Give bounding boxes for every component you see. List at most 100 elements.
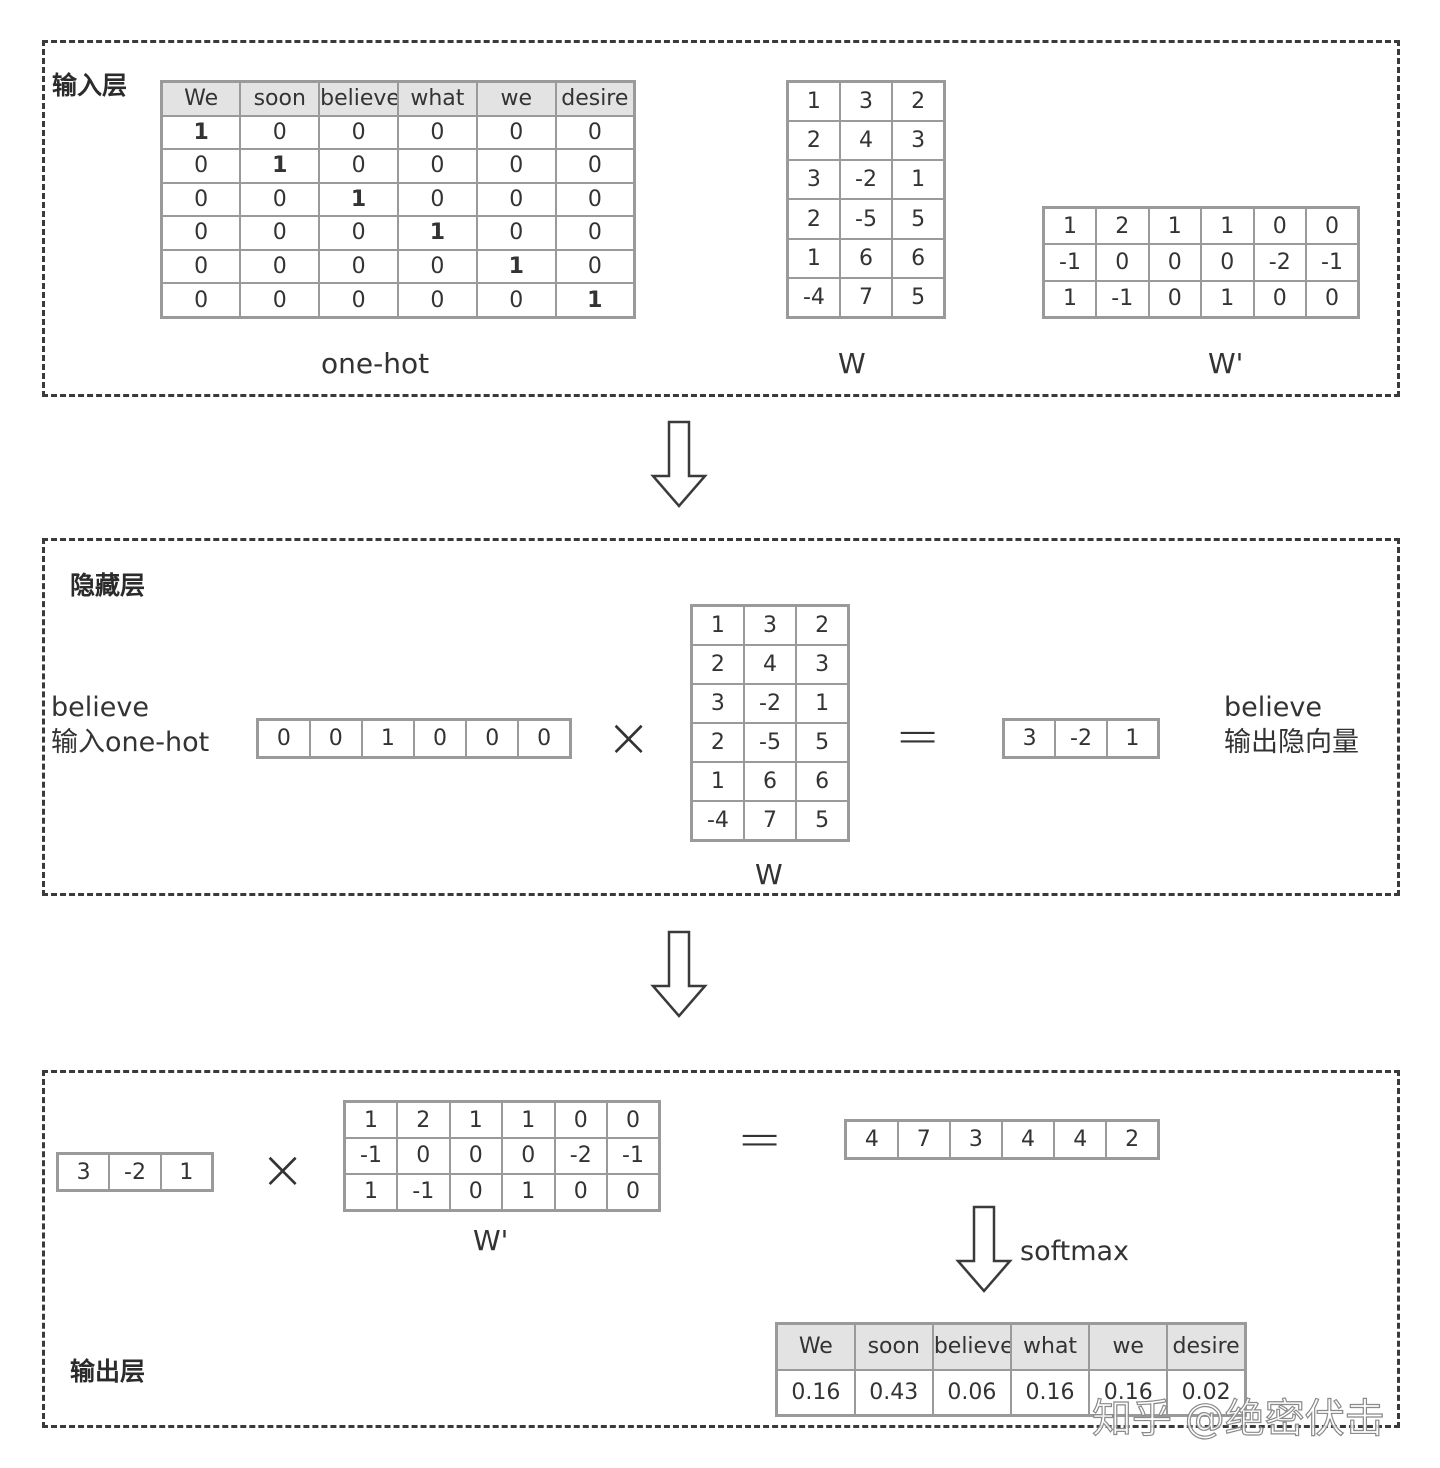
w-cell: -4 — [786, 276, 841, 319]
onehot-row: 0 0 1 0 0 0 — [160, 181, 636, 218]
down-arrow-icon — [650, 930, 708, 1018]
w-cell: -2 — [742, 683, 798, 724]
onehot-cell: 0 — [554, 114, 636, 151]
w-cell: 6 — [742, 760, 798, 802]
w-cell: 6 — [795, 760, 850, 802]
w-cell: 6 — [838, 237, 894, 279]
w-cell: 3 — [742, 604, 798, 647]
vector-cell: 0 — [308, 718, 363, 759]
w-prime-cell: 0 — [448, 1172, 503, 1212]
vector-cell: 3 — [56, 1152, 111, 1192]
onehot-header-cell: We — [160, 80, 242, 117]
vector-cell: -2 — [1054, 718, 1108, 759]
onehot-cell: 1 — [554, 282, 636, 319]
w-cell: 7 — [838, 276, 894, 319]
prob-value-cell: 0.16 — [775, 1368, 856, 1417]
prob-value-cell: 0.06 — [931, 1368, 1012, 1417]
vector-cell: 7 — [896, 1119, 951, 1160]
w-prime-cell: 0 — [501, 1137, 556, 1175]
vector-cell: 3 — [948, 1119, 1003, 1160]
hidden-output-label: believe 输出隐向量 — [1224, 690, 1359, 760]
vector-cell: 4 — [844, 1119, 899, 1160]
onehot-cell: 0 — [475, 181, 557, 218]
onehot-header-cell: what — [396, 80, 478, 117]
input-layer-title: 输入层 — [52, 71, 128, 100]
vector-cell: 1 — [360, 718, 415, 759]
w-prime-cell: -1 — [1305, 243, 1360, 282]
onehot-cell: 0 — [160, 215, 242, 251]
w-cell: 5 — [891, 198, 946, 240]
w-prime-cell: 0 — [1305, 206, 1360, 246]
onehot-header-cell: desire — [554, 80, 636, 117]
w-cell: 1 — [690, 760, 745, 802]
w-prime-cell: -2 — [553, 1137, 608, 1175]
w-cell: 1 — [786, 80, 841, 123]
w-prime-cell: -1 — [1095, 279, 1150, 319]
w-cell: 5 — [891, 276, 946, 319]
onehot-cell: 1 — [160, 114, 242, 151]
w-prime-cell: 1 — [501, 1100, 556, 1140]
onehot-cell: 0 — [396, 148, 478, 184]
w-prime-cell: 0 — [1147, 279, 1202, 319]
w-cell: 3 — [690, 683, 745, 724]
down-arrow-icon — [955, 1205, 1013, 1293]
onehot-cell: 0 — [554, 148, 636, 184]
onehot-cell: 1 — [239, 148, 321, 184]
onehot-cell: 0 — [160, 248, 242, 285]
multiply-symbol-output: × — [260, 1138, 306, 1201]
w-cell: 4 — [838, 120, 894, 162]
vector-cell: 3 — [1002, 718, 1057, 759]
w-prime-cell: -2 — [1252, 243, 1307, 282]
w-cell: 1 — [690, 604, 745, 647]
prob-header-cell: soon — [853, 1322, 934, 1371]
prob-value-cell: 0.43 — [853, 1368, 934, 1417]
vector-cell: 0 — [465, 718, 520, 759]
onehot-row: 0 1 0 0 0 0 — [160, 148, 636, 184]
onehot-cell: 0 — [396, 114, 478, 151]
watermark-text: 知乎 @绝密伏击 — [1091, 1395, 1385, 1442]
multiply-symbol-hidden: × — [606, 706, 652, 769]
w-prime-cell: 0 — [1095, 243, 1150, 282]
prob-header-cell: We — [775, 1322, 856, 1371]
hidden-input-vector: 0 0 1 0 0 0 — [256, 718, 572, 759]
onehot-cell: 0 — [318, 248, 399, 285]
w-prime-cell: 0 — [606, 1100, 661, 1140]
onehot-cell: 0 — [160, 181, 242, 218]
w-prime-cell: 2 — [396, 1100, 451, 1140]
prob-header-cell: believe — [931, 1322, 1012, 1371]
w-cell: -5 — [838, 198, 894, 240]
w-cell: 5 — [795, 721, 850, 763]
onehot-table: We soon believe what we desire 1 0 0 0 0… — [160, 80, 636, 319]
equals-symbol-output: = — [737, 1107, 783, 1170]
hidden-layer-title: 隐藏层 — [70, 571, 146, 600]
vector-cell: 0 — [256, 718, 311, 759]
onehot-cell: 0 — [554, 181, 636, 218]
w-prime-cell: 1 — [1042, 279, 1097, 319]
w-prime-cell: 1 — [343, 1100, 398, 1140]
onehot-cell: 0 — [396, 248, 478, 285]
prob-header-cell: we — [1088, 1322, 1169, 1371]
w-cell: 2 — [690, 644, 745, 686]
hidden-input-label: believe 输入one-hot — [51, 690, 209, 760]
w-prime-cell: 0 — [606, 1172, 661, 1212]
softmax-label: softmax — [1020, 1236, 1130, 1267]
w-prime-cell: 1 — [1200, 279, 1255, 319]
onehot-cell: 0 — [475, 282, 557, 319]
onehot-cell: 0 — [554, 248, 636, 285]
w-cell: 2 — [891, 80, 946, 123]
onehot-cell: 0 — [160, 282, 242, 319]
w-prime-cell: 1 — [343, 1172, 398, 1212]
prob-value-cell: 0.02 — [1166, 1368, 1247, 1417]
onehot-cell: 0 — [318, 215, 399, 251]
onehot-cell: 1 — [318, 181, 399, 218]
hidden-output-label-line2: 输出隐向量 — [1224, 727, 1359, 758]
onehot-cell: 0 — [475, 148, 557, 184]
w-cell: 1 — [786, 237, 841, 279]
w-prime-cell: 0 — [1305, 279, 1360, 319]
hidden-input-label-line1: believe — [51, 692, 149, 723]
w-prime-cell: 2 — [1095, 206, 1150, 246]
w-cell: 3 — [891, 120, 946, 162]
vector-cell: 0 — [517, 718, 572, 759]
